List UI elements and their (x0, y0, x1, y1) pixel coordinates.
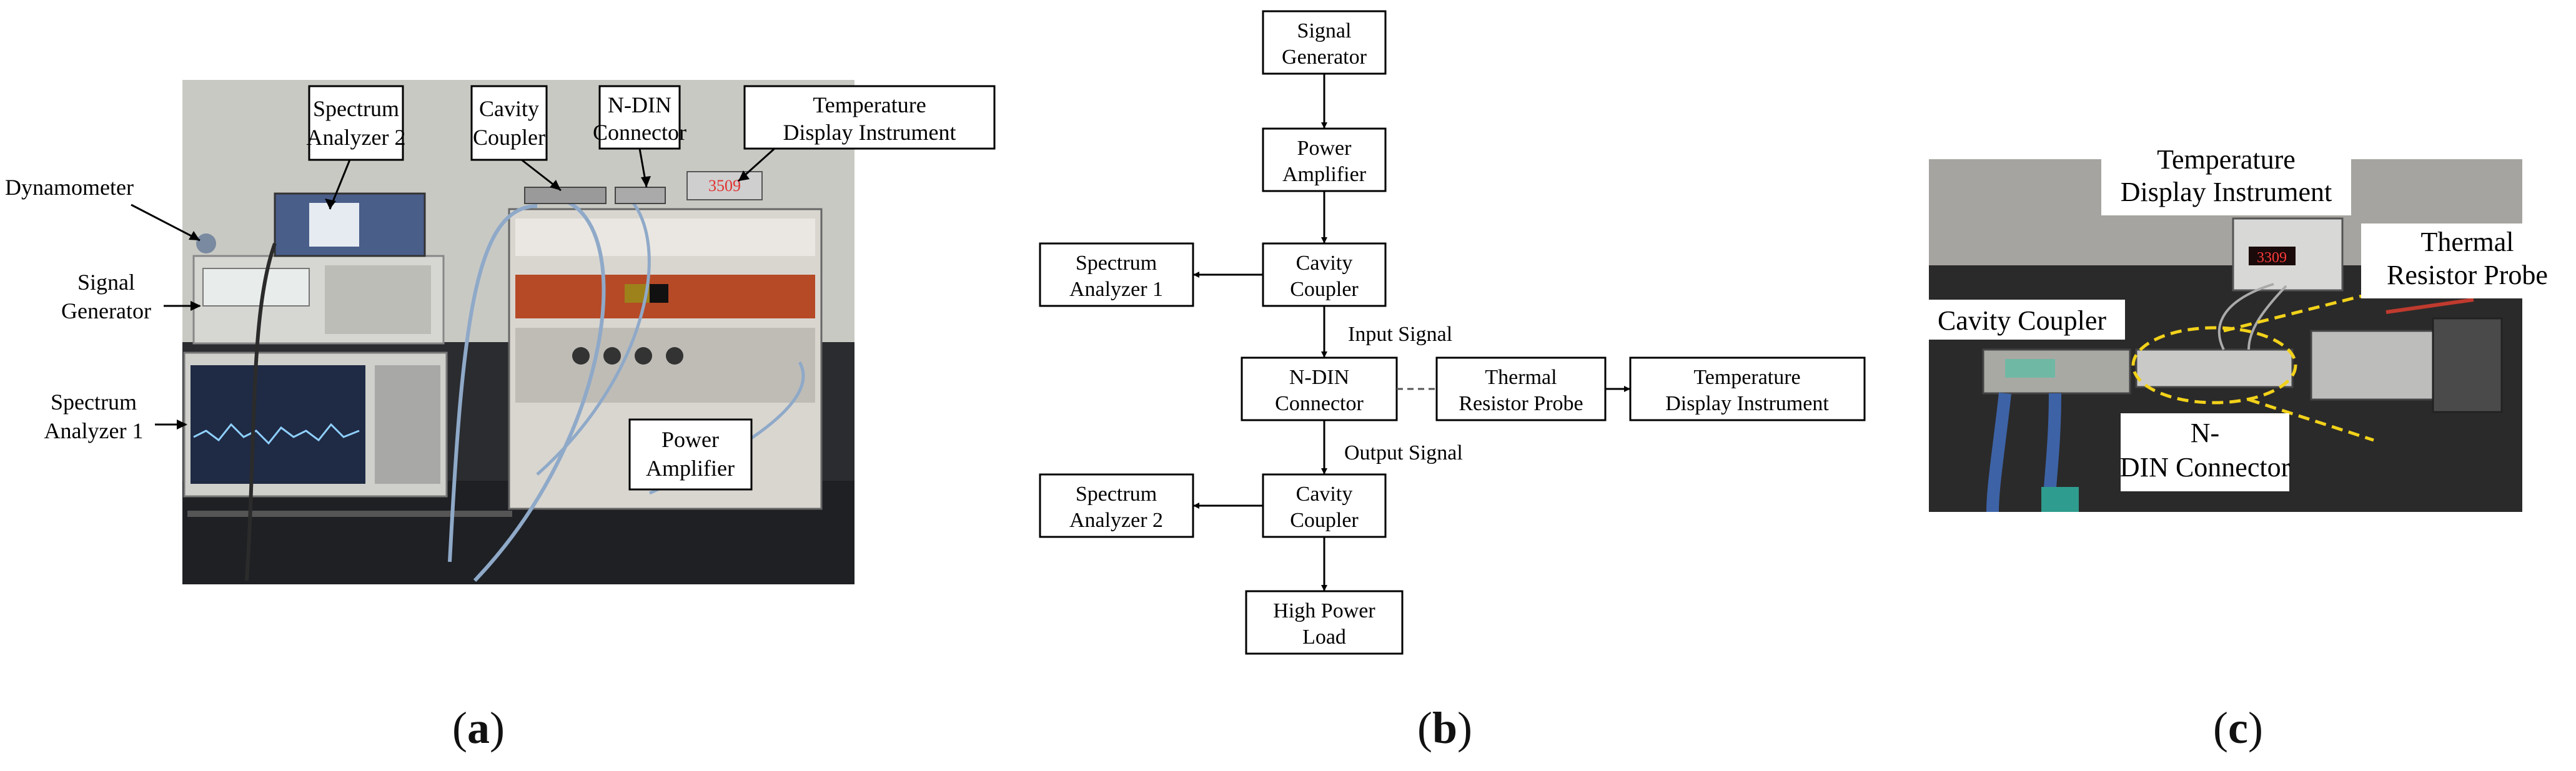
box-cavity-coupler-2-line1: Cavity (1296, 483, 1353, 506)
panel-c-photo: 3309 Temperature Display Instrument Ther… (1919, 140, 2574, 513)
callout-spectrum-analyzer-1: Spectrum Analyzer 1 (44, 390, 187, 443)
callout-spectrum-analyzer-2-line2: Analyzer 2 (307, 125, 406, 150)
callout-c-thermal-resistor-probe-line2: Resistor Probe (2387, 260, 2548, 290)
box-high-power-load: High Power Load (1245, 590, 1404, 655)
box-thermal-resistor-probe: Thermal Resistor Probe (1435, 356, 1607, 421)
box-spectrum-analyzer-1: Spectrum Analyzer 1 (1039, 242, 1194, 307)
photo-a-temperature-display (686, 171, 763, 200)
callout-c-thermal-resistor-probe: Thermal Resistor Probe (2361, 223, 2574, 298)
callout-dynamometer-label: Dynamometer (5, 175, 134, 200)
callout-cavity-coupler: Cavity Coupler (470, 85, 562, 192)
callout-ndin-connector-line1: N-DIN (608, 92, 671, 117)
box-high-power-load-line1: High Power (1273, 599, 1375, 622)
callout-c-temperature-display-line2: Display Instrument (2121, 177, 2332, 207)
callout-c-cavity-coupler-label: Cavity Coupler (1938, 305, 2106, 336)
callout-cavity-coupler-line1: Cavity (479, 96, 539, 121)
box-cavity-coupler-1-line1: Cavity (1296, 252, 1353, 275)
callout-dynamometer: Dynamometer (5, 175, 201, 242)
callout-c-ndin-connector-line1: N- (2191, 418, 2219, 448)
callout-spectrum-analyzer-2-line1: Spectrum (313, 96, 399, 121)
photo-c-connector-highlight (2131, 326, 2297, 405)
box-temperature-display: Temperature Display Instrument (1629, 356, 1866, 421)
panel-a-photo: 3509 Spectrum Analyzer 2 Cavity Coupler … (5, 80, 996, 584)
caption-a-letter: a (467, 703, 490, 753)
box-cavity-coupler-1: Cavity Coupler (1262, 242, 1387, 307)
callout-power-amplifier-line1: Power (661, 427, 719, 452)
box-spectrum-analyzer-1-line1: Spectrum (1076, 252, 1157, 275)
callout-temperature-display: Temperature Display Instrument (737, 85, 996, 182)
box-thermal-resistor-probe-line1: Thermal (1485, 366, 1557, 389)
box-thermal-resistor-probe-line2: Resistor Probe (1459, 392, 1583, 415)
caption-c-letter: c (2228, 703, 2248, 753)
callout-c-ndin-connector-line2: DIN Connector (2120, 452, 2291, 483)
box-high-power-load-line2: Load (1302, 626, 1346, 649)
label-input-signal: Input Signal (1348, 323, 1452, 346)
box-signal-generator-line2: Generator (1282, 46, 1367, 69)
box-spectrum-analyzer-2-line1: Spectrum (1076, 483, 1157, 506)
caption-b-letter: b (1432, 703, 1458, 753)
box-signal-generator: Signal Generator (1262, 10, 1387, 75)
callout-spectrum-analyzer-2: Spectrum Analyzer 2 (307, 85, 406, 210)
box-power-amplifier-line2: Amplifier (1282, 163, 1367, 186)
photo-a-display-reading: 3509 (708, 177, 741, 195)
box-cavity-coupler-1-line2: Coupler (1290, 278, 1359, 301)
callout-c-thermal-resistor-probe-line1: Thermal (2420, 227, 2514, 257)
box-ndin-connector-line2: Connector (1275, 392, 1364, 415)
callout-power-amplifier: Power Amplifier (628, 418, 753, 491)
callout-c-cavity-coupler: Cavity Coupler (1919, 300, 2125, 340)
callout-c-ndin-connector: N- DIN Connector (2120, 413, 2291, 491)
callout-signal-generator-line1: Signal (77, 270, 135, 295)
caption-c: (c) (2213, 703, 2263, 753)
callout-ndin-connector-line2: Connector (593, 120, 686, 145)
box-signal-generator-line1: Signal (1297, 19, 1352, 42)
box-ndin-connector: N-DIN Connector (1241, 356, 1398, 421)
box-spectrum-analyzer-2-line2: Analyzer 2 (1069, 509, 1163, 532)
caption-b: (b) (1417, 703, 1472, 753)
box-cavity-coupler-2: Cavity Coupler (1262, 473, 1387, 538)
callout-ndin-connector: N-DIN Connector (593, 85, 686, 188)
box-cavity-coupler-2-line2: Coupler (1290, 509, 1359, 532)
callout-signal-generator-line2: Generator (61, 298, 151, 323)
callout-temperature-display-line1: Temperature (813, 92, 926, 117)
photo-c-ndin-connector (2135, 348, 2294, 388)
callout-temperature-display-line2: Display Instrument (783, 120, 956, 145)
callout-c-temperature-display: Temperature Display Instrument (2101, 140, 2351, 215)
box-spectrum-analyzer-1-line2: Analyzer 1 (1069, 278, 1163, 301)
callout-cavity-coupler-line2: Coupler (473, 125, 545, 150)
callout-power-amplifier-line2: Amplifier (646, 456, 735, 481)
photo-a-dynamometer (196, 233, 216, 253)
photo-c-display-reading: 3309 (2257, 250, 2287, 266)
callout-spectrum-analyzer-1-line1: Spectrum (51, 390, 137, 415)
panel-b-block-diagram: Signal Generator Power Amplifier Cavity … (1039, 10, 1866, 655)
box-ndin-connector-line1: N-DIN (1289, 366, 1349, 389)
callout-spectrum-analyzer-1-line2: Analyzer 1 (44, 418, 144, 443)
box-temperature-display-line1: Temperature (1693, 366, 1800, 389)
callout-c-temperature-display-line1: Temperature (2157, 144, 2296, 175)
box-power-amplifier: Power Amplifier (1262, 127, 1387, 192)
caption-a: (a) (452, 703, 505, 753)
box-spectrum-analyzer-2: Spectrum Analyzer 2 (1039, 473, 1194, 538)
box-temperature-display-line2: Display Instrument (1665, 392, 1829, 415)
box-power-amplifier-line1: Power (1297, 137, 1352, 160)
callout-signal-generator: Signal Generator (61, 270, 201, 323)
label-output-signal: Output Signal (1344, 441, 1463, 464)
